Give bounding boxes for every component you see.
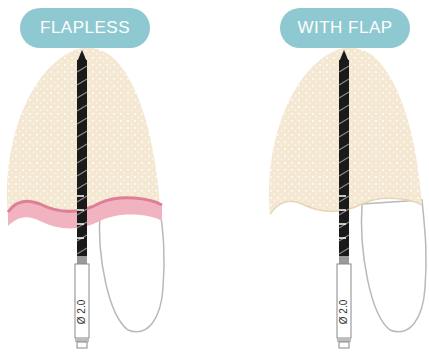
title-badge: FLAPLESS <box>20 8 150 48</box>
drill-diameter: Ø 2.0 <box>339 300 349 324</box>
drill <box>75 50 89 348</box>
title-badge: WITH FLAP <box>280 8 410 48</box>
badge-label: FLAPLESS <box>40 18 130 38</box>
drill <box>337 50 351 348</box>
tooth-root <box>362 200 427 332</box>
tooth-root <box>100 208 165 332</box>
drill-diameter: Ø 2.0 <box>77 300 87 324</box>
badge-label: WITH FLAP <box>297 18 392 38</box>
